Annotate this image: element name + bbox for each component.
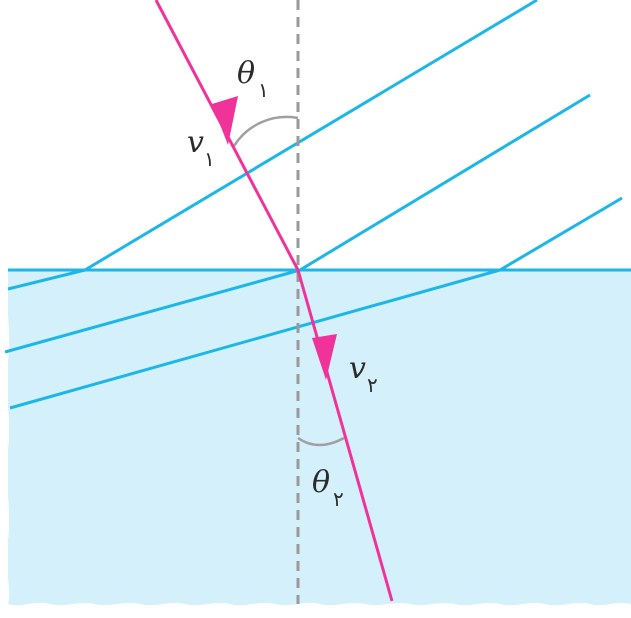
water-region (8, 270, 631, 606)
v2-symbol: v (349, 351, 366, 386)
theta1-label: θ ۱ (237, 56, 269, 102)
v2-label: v ۲ (349, 351, 378, 397)
incident-wavefront-3 (499, 196, 623, 272)
v1-label: v ۱ (187, 125, 215, 171)
theta1-arc (232, 115, 299, 147)
refracted-ray-arrowhead (312, 334, 337, 380)
v1-subscript: ۱ (204, 147, 215, 171)
refracted-ray (296, 269, 394, 602)
v2-subscript: ۲ (367, 373, 378, 397)
incident-wavefront-2 (299, 93, 591, 272)
incident-wavefront-1 (84, 0, 538, 272)
theta1-subscript: ۱ (258, 78, 269, 102)
refracted-wavefront-3 (9, 268, 501, 410)
theta1-symbol: θ (237, 56, 255, 91)
theta2-symbol: θ (312, 465, 330, 500)
theta2-arc (297, 436, 345, 447)
refracted-wavefront-2 (4, 268, 301, 354)
refracted-wavefront-1 (7, 268, 86, 291)
theta2-label: θ ۲ (312, 465, 344, 511)
water-left-edge (0, 270, 10, 604)
v1-symbol: v (187, 125, 204, 160)
theta2-subscript: ۲ (333, 487, 344, 511)
incident-ray-arrowhead (212, 96, 238, 145)
